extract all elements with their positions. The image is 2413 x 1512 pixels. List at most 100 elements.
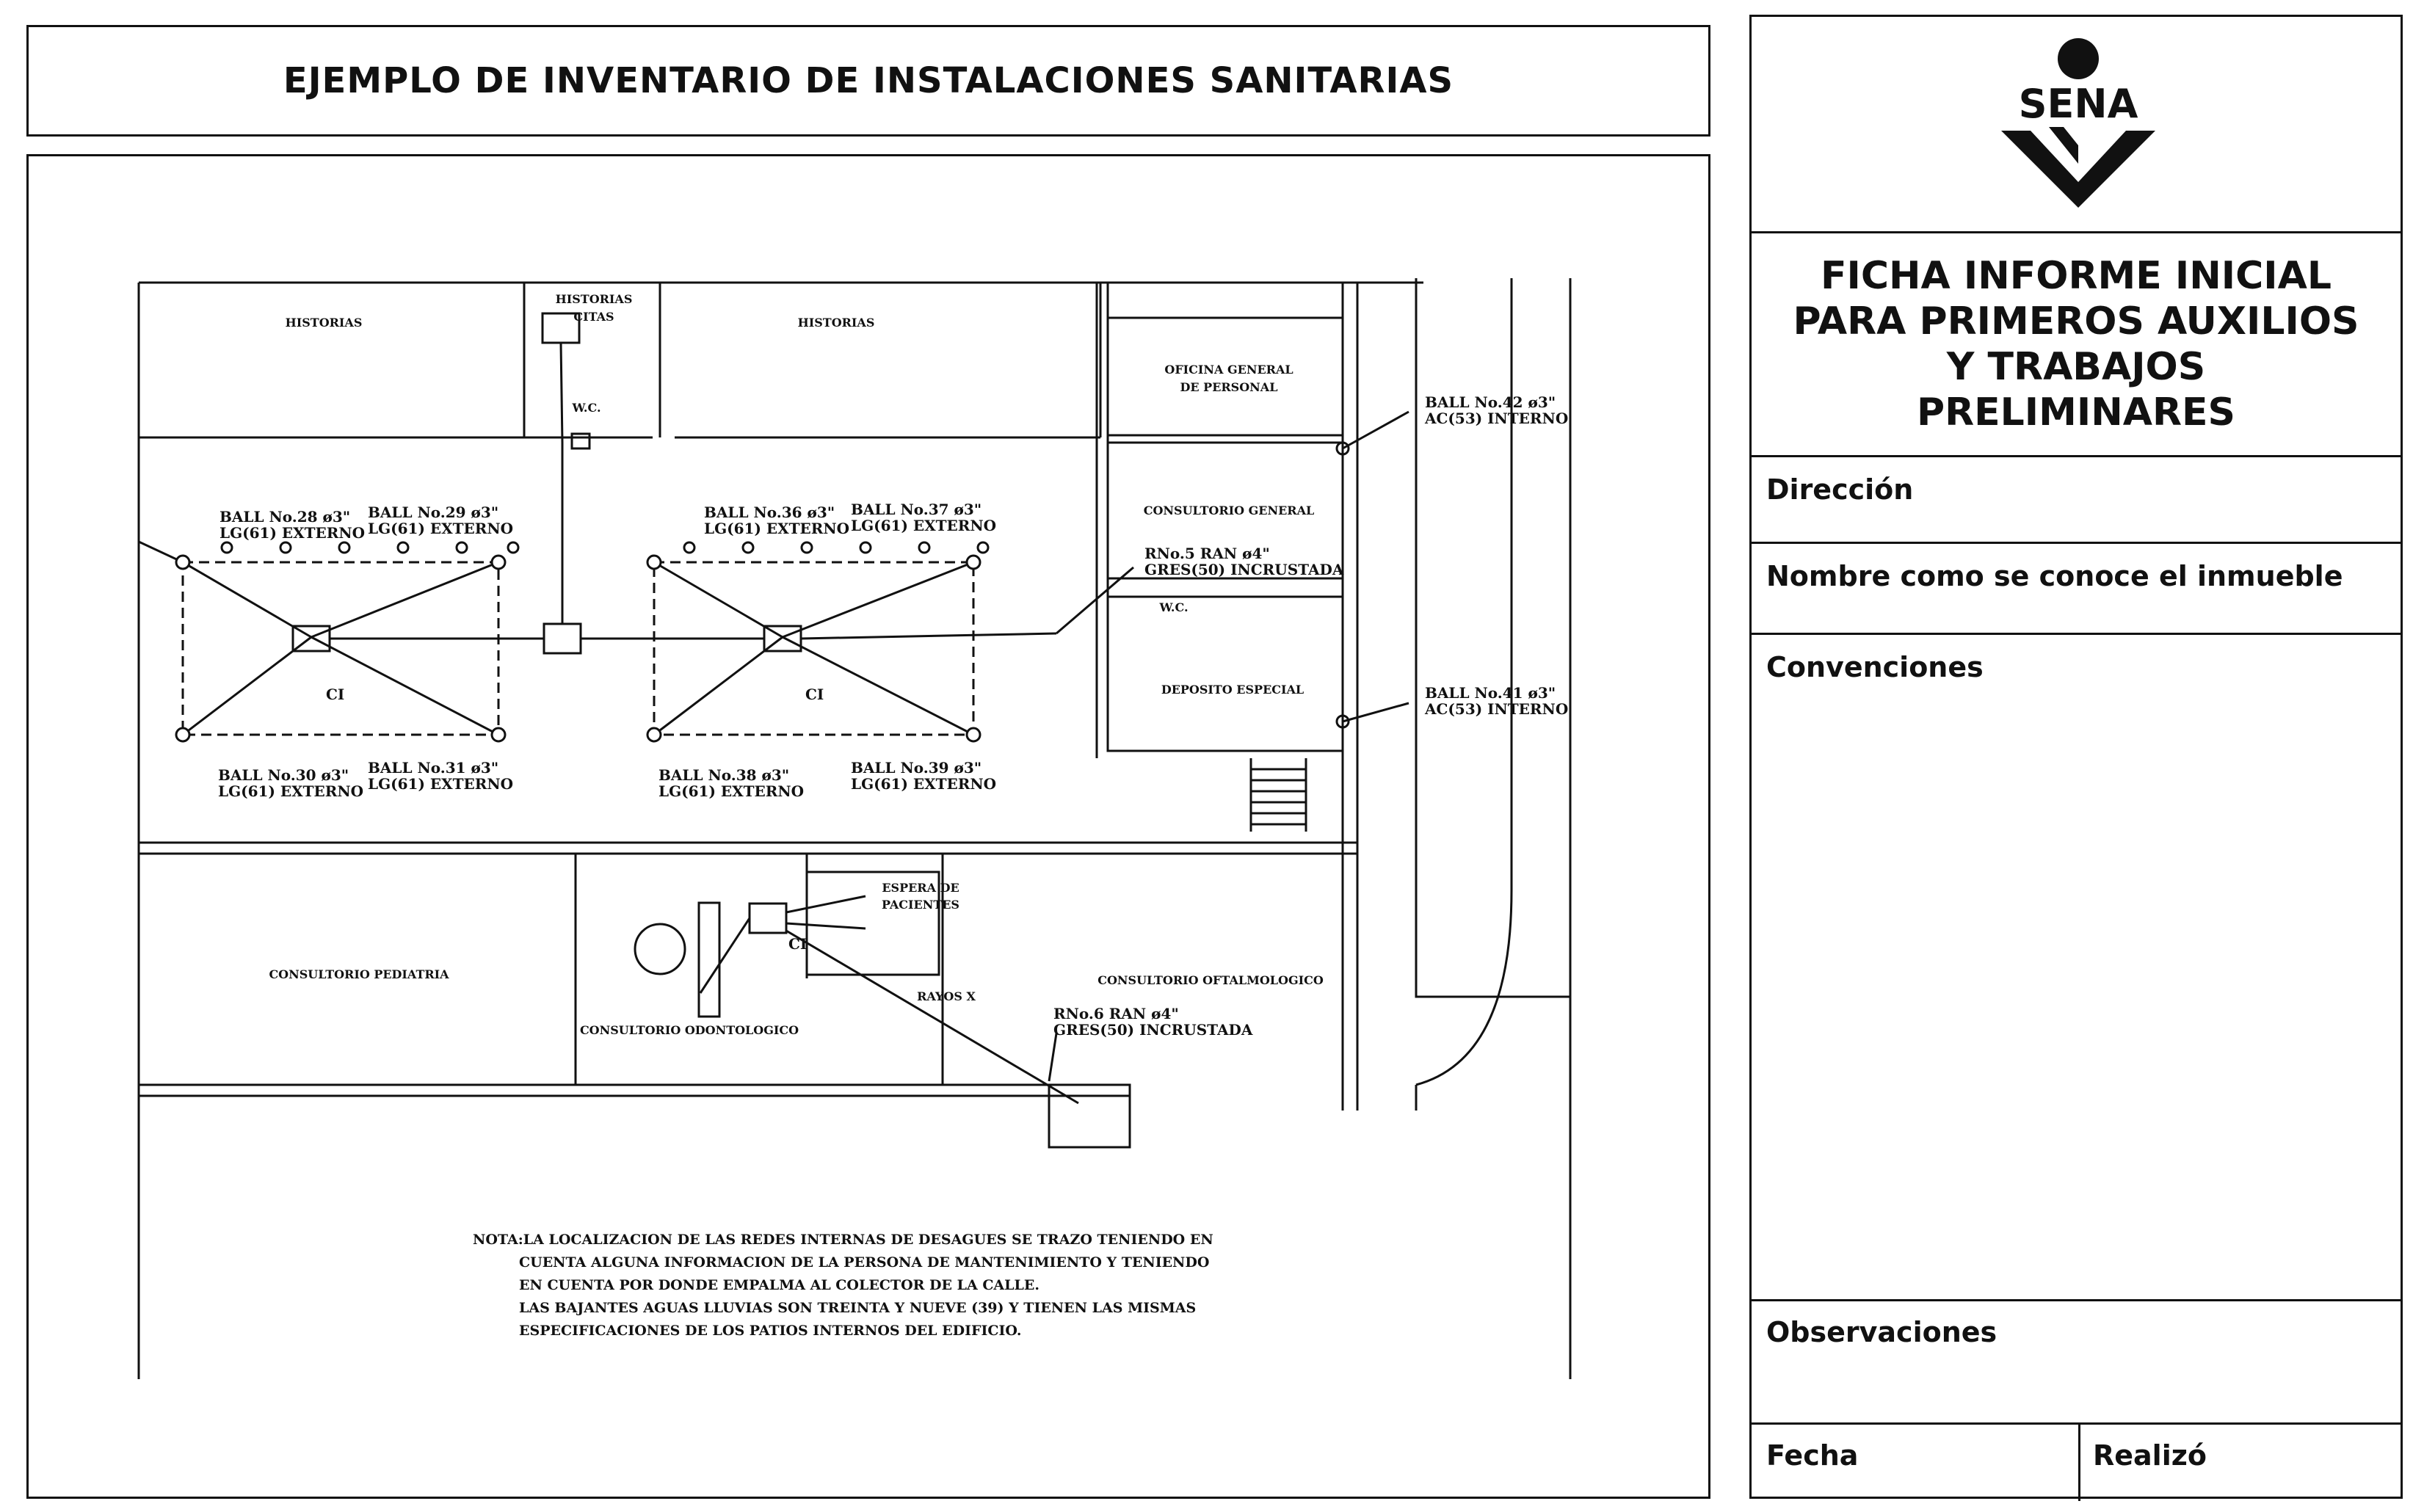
downspout — [965, 727, 981, 743]
convenciones-field[interactable]: Convenciones — [1752, 635, 2401, 1301]
downspout — [490, 727, 507, 743]
room-label: PACIENTES — [882, 898, 959, 912]
realizo-label: Realizó — [2093, 1439, 2207, 1472]
column — [220, 541, 233, 554]
note-line: LAS BAJANTES AGUAS LLUVIAS SON TREINTA Y… — [519, 1300, 1196, 1316]
downspout — [1335, 714, 1350, 729]
fecha-label: Fecha — [1766, 1439, 1859, 1472]
pipe-label: BALL No.30 ø3" — [218, 766, 349, 784]
pipe-label: GRES(50) INCRUSTADA — [1053, 1021, 1253, 1039]
form-panel: SENA FICHA INFORME INICIAL PARA PRIMEROS… — [1749, 15, 2403, 1501]
pipe-label: BALL No.29 ø3" — [368, 504, 498, 521]
room-label: DEPOSITO ESPECIAL — [1161, 683, 1304, 697]
column — [279, 541, 292, 554]
nombre-inmueble-field[interactable]: Nombre como se conoce el inmueble — [1752, 544, 2401, 635]
fixture — [1048, 1083, 1131, 1149]
fixture — [697, 901, 721, 1018]
pipe — [782, 561, 974, 639]
pipe-label: AC(53) INTERNO — [1424, 410, 1568, 427]
pipe-label: BALL No.28 ø3" — [219, 508, 350, 526]
pipe — [653, 561, 783, 639]
pipe-label: BALL No.38 ø3" — [658, 766, 789, 784]
pipe-label: BALL No.41 ø3" — [1425, 684, 1556, 702]
column — [507, 541, 520, 554]
pipe — [1342, 702, 1409, 723]
column — [338, 541, 351, 554]
direccion-field[interactable]: Dirección — [1752, 457, 2401, 544]
room-label: HISTORIAS — [556, 292, 633, 306]
column — [683, 541, 696, 554]
pipe-label: LG(61) EXTERNO — [851, 775, 996, 793]
pipe — [559, 342, 564, 443]
room-label: OFICINA GENERAL — [1164, 363, 1293, 377]
ci-label: CI — [788, 935, 807, 953]
nombre-inmueble-label: Nombre como se conoce el inmueble — [1766, 560, 2343, 592]
pipe-label: LG(61) EXTERNO — [658, 782, 804, 800]
pipe-label: RNo.5 RAN ø4" — [1144, 545, 1270, 562]
fecha-realizo-row: Fecha Realizó — [1752, 1425, 2401, 1501]
pipe — [699, 917, 751, 994]
pipe-label: BALL No.31 ø3" — [368, 759, 498, 777]
observaciones-label: Observaciones — [1766, 1316, 1997, 1348]
downspout — [175, 554, 191, 570]
pipe — [1056, 566, 1134, 635]
pipe-label: BALL No.42 ø3" — [1425, 393, 1556, 411]
room-label: CITAS — [573, 310, 614, 324]
pipe — [182, 561, 312, 639]
room-label: CONSULTORIO OFTALMOLOGICO — [1097, 973, 1324, 987]
column — [859, 541, 872, 554]
pipe — [785, 895, 866, 914]
pipe — [1342, 410, 1409, 450]
floor-plan-panel: HISTORIAS HISTORIAS CITAS HISTORIAS W.C.… — [26, 154, 1710, 1499]
ficha-title: FICHA INFORME INICIAL PARA PRIMEROS AUXI… — [1793, 254, 2359, 435]
title-box: EJEMPLO DE INVENTARIO DE INSTALACIONES S… — [26, 25, 1710, 137]
room-label: CONSULTORIO GENERAL — [1144, 504, 1315, 517]
pipe-label: LG(61) EXTERNO — [219, 524, 365, 542]
pipe — [800, 632, 1057, 640]
inspection-box — [543, 622, 582, 655]
sena-logo: SENA — [2001, 38, 2155, 208]
pipe-label: LG(61) EXTERNO — [368, 520, 513, 537]
downspout — [646, 727, 662, 743]
room-label: HISTORIAS — [286, 316, 363, 330]
pipe-label: LG(61) EXTERNO — [704, 520, 849, 537]
logo-cell: SENA — [1752, 17, 2401, 233]
room-label: HISTORIAS — [798, 316, 875, 330]
downspout — [646, 554, 662, 570]
pipe — [182, 636, 312, 736]
pipe-label: LG(61) EXTERNO — [368, 775, 513, 793]
column — [741, 541, 755, 554]
observaciones-field[interactable]: Observaciones — [1752, 1301, 2401, 1425]
note-line: ESPECIFICACIONES DE LOS PATIOS INTERNOS … — [519, 1323, 1021, 1339]
room-oficina — [1106, 316, 1344, 437]
logo-text: SENA — [2019, 81, 2138, 127]
room-label: CONSULTORIO ODONTOLOGICO — [580, 1023, 799, 1037]
note-line: EN CUENTA POR DONDE EMPALMA AL COLECTOR … — [519, 1277, 1039, 1293]
room-label: DE PERSONAL — [1180, 380, 1278, 394]
pipe-label: LG(61) EXTERNO — [851, 517, 996, 534]
room-label: W.C. — [571, 401, 600, 415]
ficha-title-cell: FICHA INFORME INICIAL PARA PRIMEROS AUXI… — [1752, 233, 2401, 457]
room-label: ESPERA DE — [882, 881, 959, 895]
pipe — [782, 636, 974, 736]
column — [396, 541, 410, 554]
pipe — [311, 636, 499, 736]
room-label: CONSULTORIO PEDIATRIA — [269, 967, 449, 981]
column — [976, 541, 990, 554]
pipe — [785, 929, 1079, 1105]
note-line: NOTA:LA LOCALIZACION DE LAS REDES INTERN… — [473, 1232, 1213, 1248]
convenciones-label: Convenciones — [1766, 651, 1984, 683]
pipe-label: BALL No.36 ø3" — [704, 504, 835, 521]
pipe — [653, 636, 783, 736]
pipe-label: BALL No.39 ø3" — [851, 759, 981, 777]
column — [455, 541, 468, 554]
inspection-box — [748, 902, 788, 934]
ci-label: CI — [326, 686, 344, 703]
pipe-label: GRES(50) INCRUSTADA — [1144, 561, 1344, 578]
floor-plan-drawing: HISTORIAS HISTORIAS CITAS HISTORIAS W.C.… — [137, 278, 1572, 1379]
fixture — [570, 432, 591, 450]
page-title: EJEMPLO DE INVENTARIO DE INSTALACIONES S… — [283, 60, 1454, 101]
room-label: W.C. — [1158, 600, 1188, 614]
stairs — [1249, 758, 1307, 832]
patio-left — [181, 561, 500, 736]
